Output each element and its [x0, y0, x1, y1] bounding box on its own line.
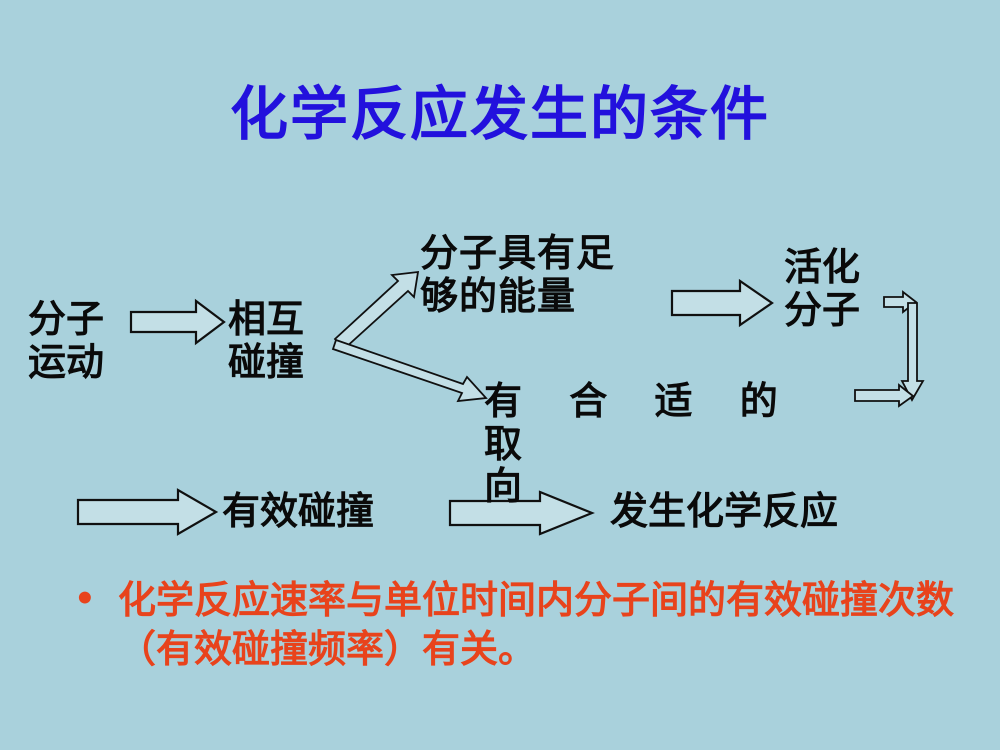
page-title: 化学反应发生的条件	[229, 80, 770, 148]
arrow-collision-to-orientation	[331, 338, 488, 403]
diagram-node-enough-energy: 分子具有足 够的能量	[420, 230, 616, 318]
diagram-node-reaction-occurs: 发生化学反应	[610, 488, 839, 533]
arrow-to-effective-collision	[76, 488, 219, 536]
arrow-junction-down	[900, 302, 925, 402]
arrow-orientation-to-junction	[854, 383, 915, 408]
arrow-motion-to-collision	[129, 298, 226, 346]
diagram-node-proper-orientation: 有 合 适 的 取向	[484, 378, 844, 509]
diagram-node-proper-orientation-line1: 有 合 适 的 取	[484, 378, 795, 466]
arrow-energy-to-activated	[670, 278, 774, 328]
bullet-text: 化学反应速率与单位时间内分子间的有效碰撞次数（有效碰撞频率）有关。	[118, 577, 955, 671]
diagram-node-effective-collision: 有效碰撞	[222, 488, 375, 533]
diagram-node-activated-molecule: 活化 分子	[784, 244, 861, 332]
diagram-node-mutual-collision: 相互 碰撞	[228, 296, 305, 384]
diagram-node-molecule-motion: 分子 运动	[28, 296, 105, 384]
arrow-activated-to-junction	[883, 290, 918, 314]
bullet-paragraph: • 化学反应速率与单位时间内分子间的有效碰撞次数（有效碰撞频率）有关。	[74, 576, 964, 673]
diagram-node-proper-orientation-line2: 向	[484, 463, 523, 509]
bullet-marker-icon: •	[74, 579, 96, 619]
arrow-collision-to-energy	[333, 270, 420, 351]
